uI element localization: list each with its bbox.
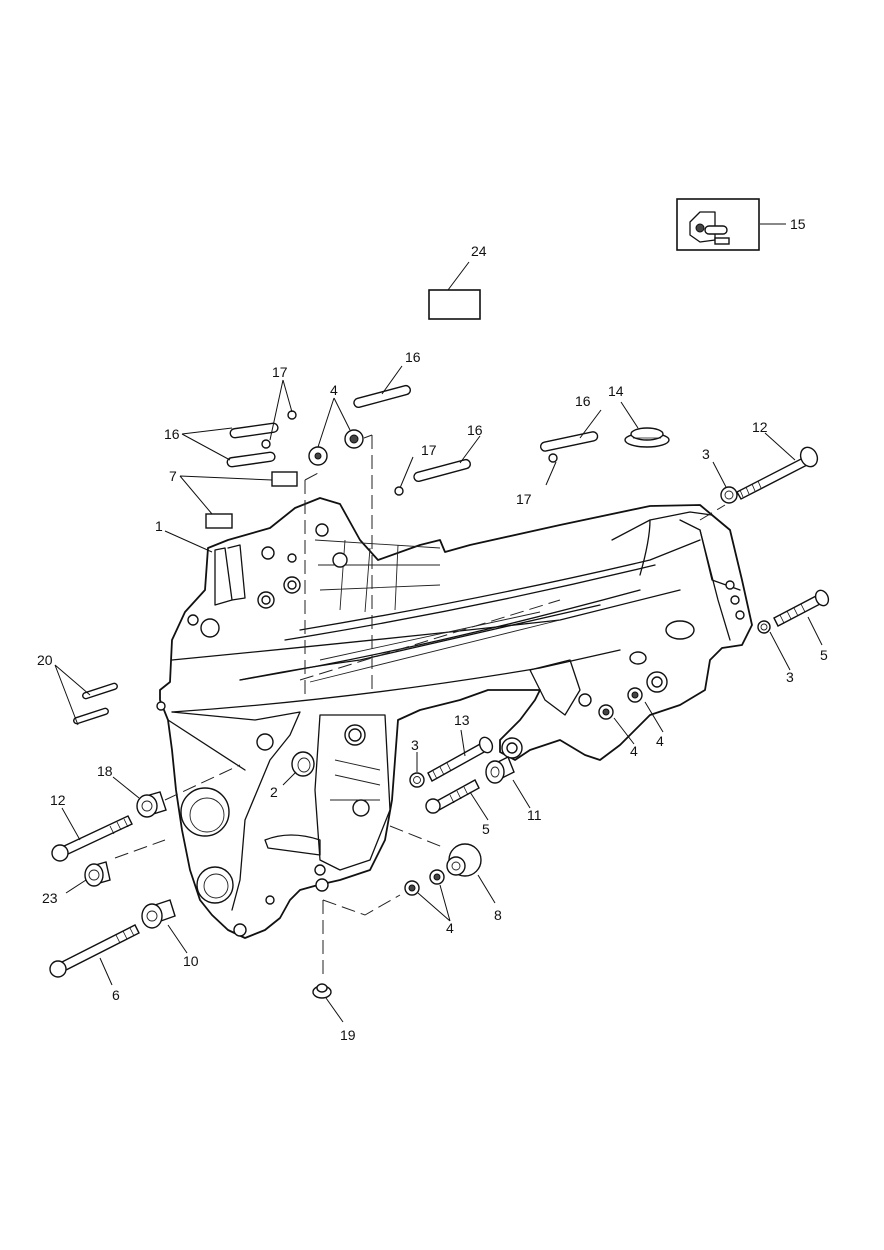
spacer-10	[141, 899, 176, 929]
callout-11: 11	[527, 807, 542, 823]
callout-15: 15	[790, 216, 806, 232]
callout-23: 23	[42, 890, 58, 906]
callout-7: 7	[169, 468, 177, 484]
callout-17: 17	[421, 442, 437, 458]
bolt-5-right	[773, 589, 830, 627]
spacer-18	[136, 791, 167, 818]
reference-assembly-box	[676, 198, 760, 251]
callout-8: 8	[494, 907, 502, 923]
callout-4: 4	[330, 382, 338, 398]
plugs-16	[226, 384, 599, 483]
leader-lines	[54, 223, 823, 1023]
screws-17	[261, 410, 558, 496]
callout-14: 13	[454, 712, 470, 728]
label-plate	[271, 471, 298, 487]
callout-5: 5	[820, 647, 828, 663]
main-frame	[156, 497, 753, 939]
callout-16: 16	[575, 393, 591, 409]
bush-2	[291, 751, 315, 777]
callout-20: 20	[37, 652, 53, 668]
callout-4: 4	[630, 743, 638, 759]
callout-16: 16	[164, 426, 180, 442]
callout-10: 10	[183, 953, 199, 969]
pin	[82, 682, 118, 700]
washer	[720, 486, 738, 504]
pin	[73, 707, 109, 725]
boss-8	[446, 843, 482, 877]
bolt-12-left	[51, 815, 133, 862]
cap-19	[312, 983, 332, 999]
bolt-12-top	[736, 446, 819, 500]
callout-16: 16	[405, 349, 421, 365]
callout-12: 12	[752, 419, 768, 435]
bearing-13	[624, 427, 670, 448]
callout-2: 2	[270, 784, 278, 800]
callout-labels: 24 15 16 17 4 16 7 1 17 16 16 17 14 12 3…	[37, 216, 828, 1043]
callout-5: 5	[482, 821, 490, 837]
callout-24: 24	[471, 243, 487, 259]
callout-3: 3	[411, 737, 419, 753]
bolt-14	[427, 736, 494, 782]
callout-13: 14	[608, 383, 624, 399]
nuts-top	[308, 429, 364, 466]
callout-6: 6	[112, 987, 120, 1003]
bolt-6	[49, 924, 140, 978]
washer	[757, 620, 771, 634]
callout-16: 16	[467, 422, 483, 438]
alignment-lines	[114, 434, 726, 980]
callout-18: 18	[97, 763, 113, 779]
spacer-23	[84, 861, 111, 887]
callout-12: 12	[50, 792, 66, 808]
bolt-5-mid	[425, 779, 480, 814]
callout-3: 3	[702, 446, 710, 462]
callout-3: 3	[786, 669, 794, 685]
callout-17: 17	[272, 364, 288, 380]
washer	[409, 772, 425, 788]
callout-1: 1	[155, 518, 163, 534]
label-plate	[205, 513, 233, 529]
callout-17: 17	[516, 491, 532, 507]
callout-4: 4	[446, 920, 454, 936]
spacer-11	[485, 756, 515, 784]
callout-4: 4	[656, 733, 664, 749]
callout-19: 19	[340, 1027, 356, 1043]
label-box-24	[428, 289, 481, 320]
